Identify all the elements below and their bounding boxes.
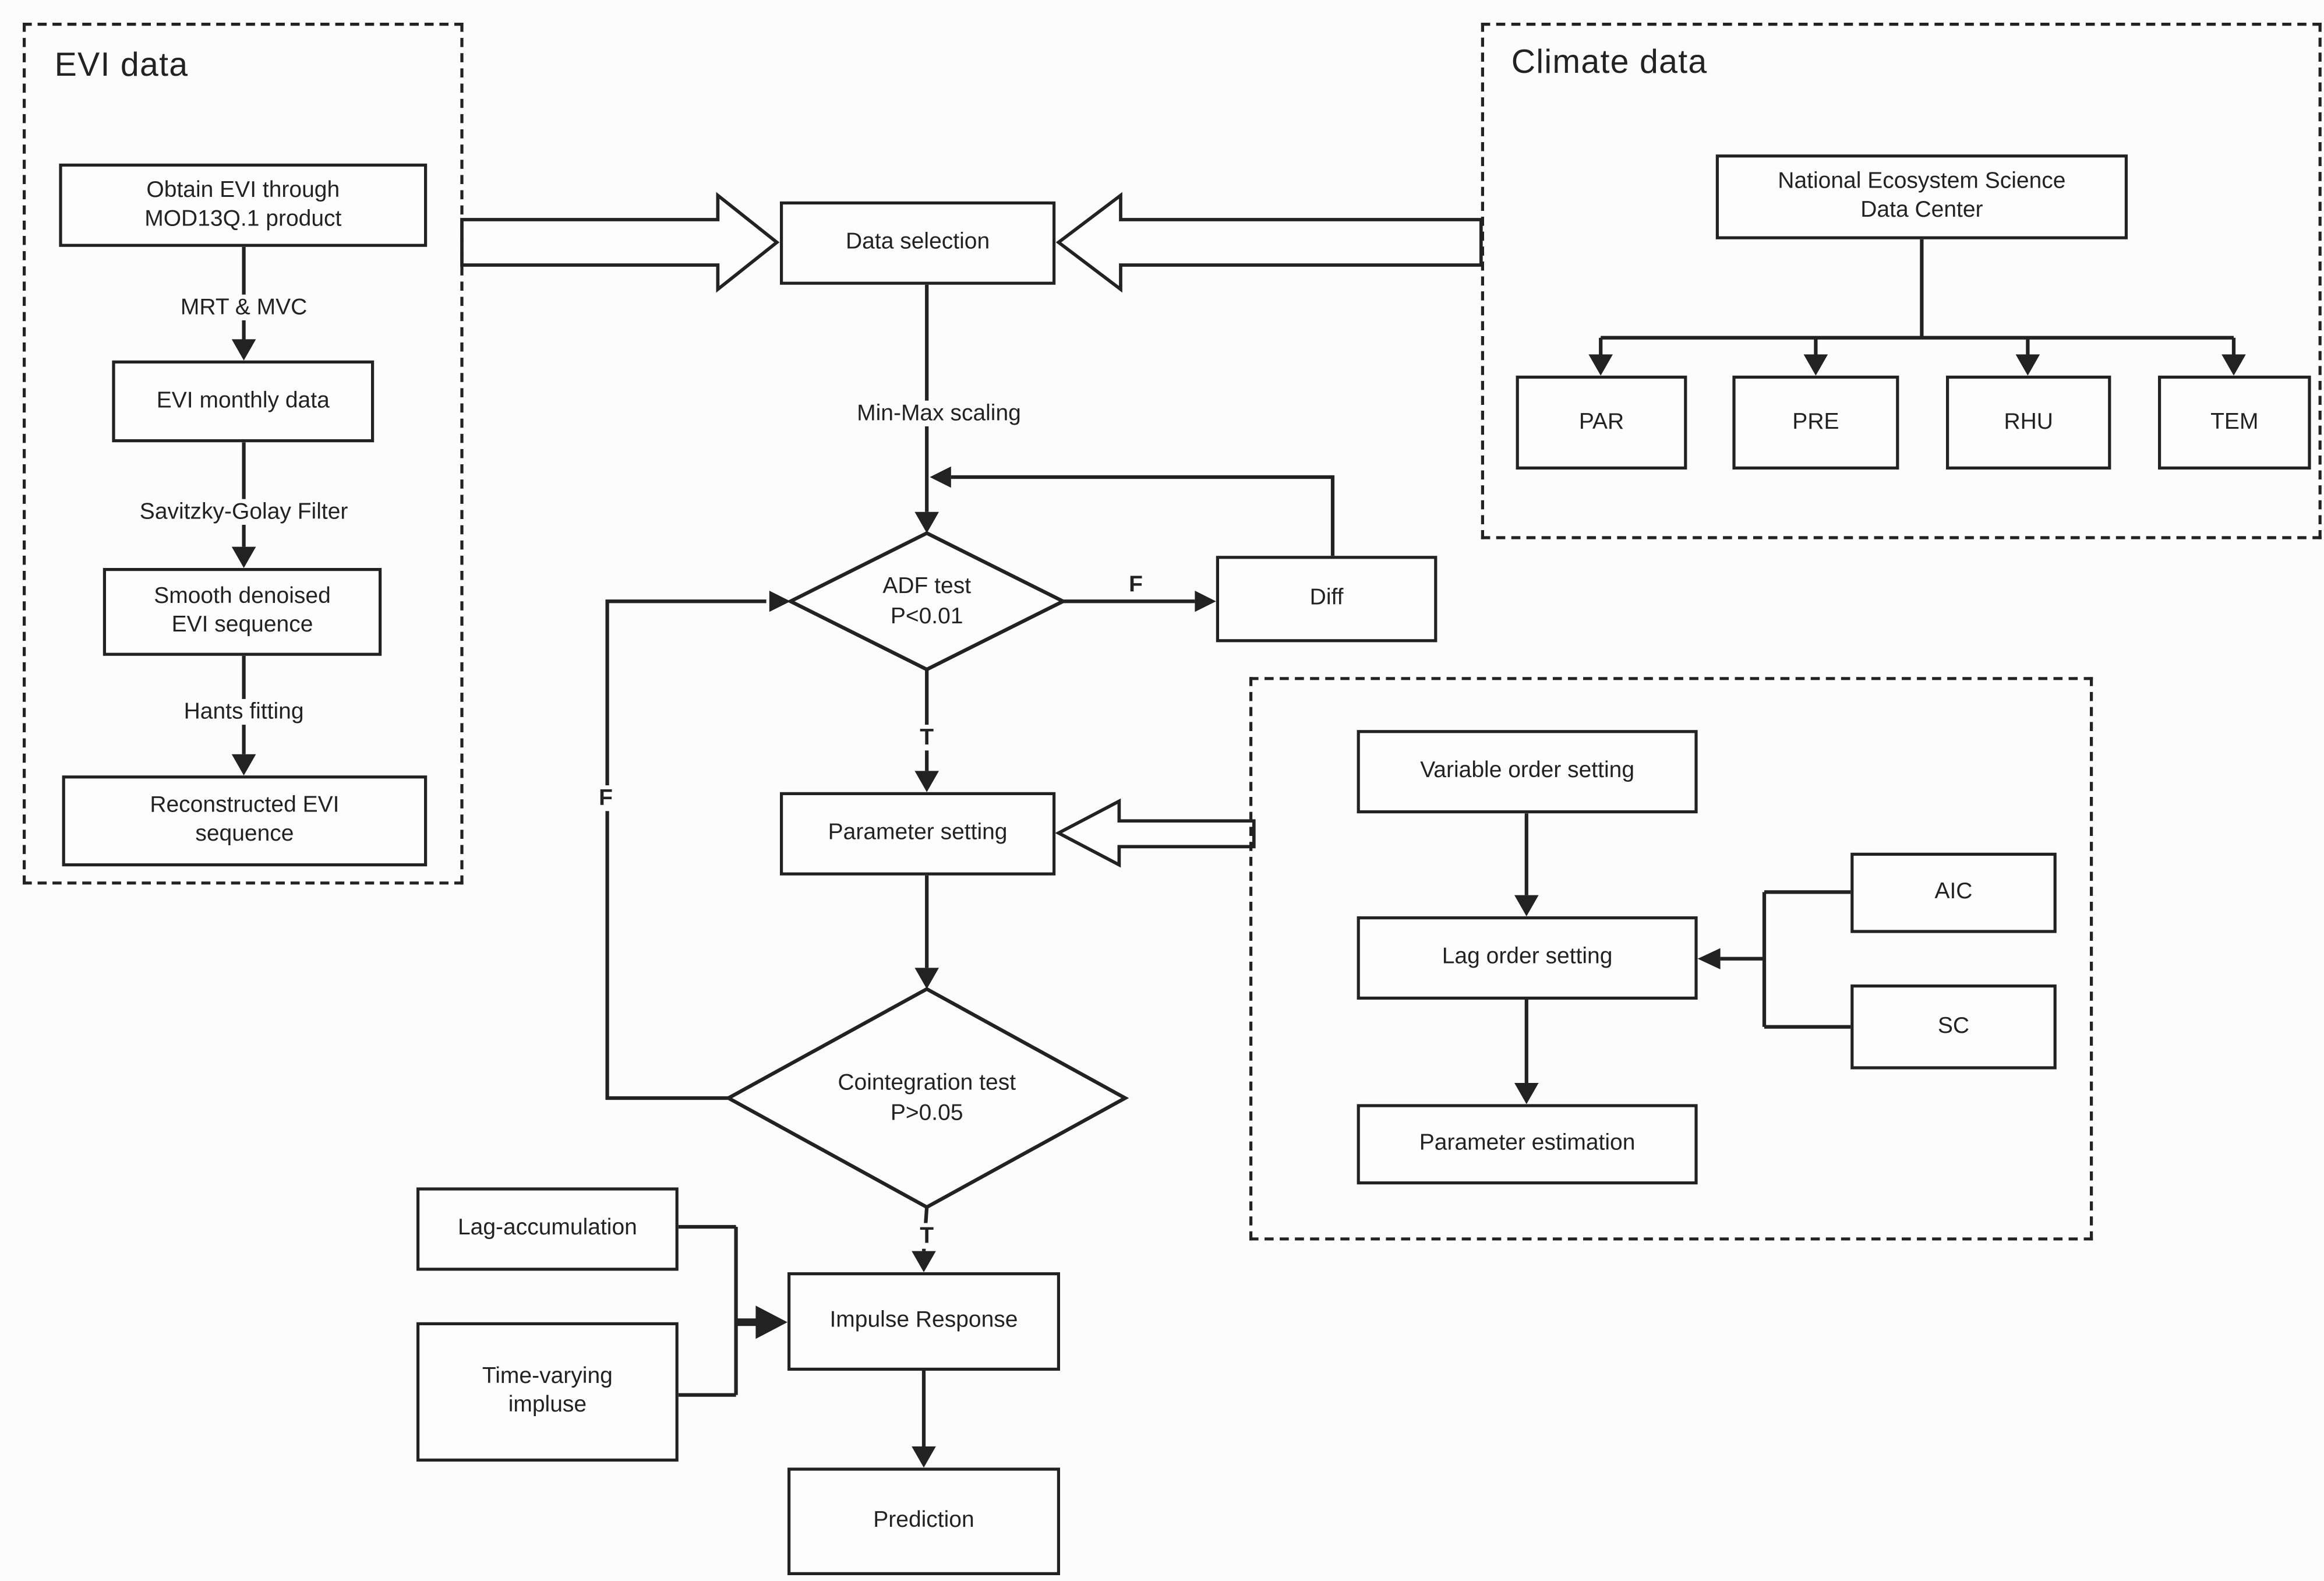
mrt-mvc-edge-label: MRT & MVC: [174, 294, 313, 320]
hants-fitting-edge-label: Hants fitting: [178, 698, 310, 725]
cointegration-label-line2: P>0.05: [890, 1099, 963, 1125]
adf-false-label: F: [1129, 571, 1143, 598]
edge-diff-feedback: [951, 475, 1335, 556]
smooth-denoised-node: Smooth denoised EVI sequence: [103, 567, 382, 656]
time-varying-node: Time-varying impluse: [416, 1322, 679, 1462]
pre-node: PRE: [1732, 375, 1899, 470]
tem-node: TEM: [2157, 375, 2311, 470]
smooth-denoised-label-line1: Smooth denoised: [154, 583, 331, 609]
lag-accumulation-label: Lag-accumulation: [457, 1215, 637, 1241]
arrowhead-diff-feedback: [930, 466, 951, 488]
hollow-arrow-var-to-parameter: [1055, 798, 1256, 868]
arrowhead-into-diff: [1195, 590, 1216, 612]
arrowhead-par: [1588, 354, 1613, 376]
smooth-denoised-label-line2: EVI sequence: [171, 612, 313, 638]
data-selection-label: Data selection: [846, 228, 990, 255]
arrowhead-rhu: [2015, 354, 2040, 376]
cointegration-false-label: F: [592, 785, 619, 811]
savitzky-golay-edge-label: Savitzky-Golay Filter: [133, 499, 354, 525]
hollow-arrow-climate-to-dataselection: [1055, 192, 1483, 293]
evi-data-group-title: EVI data: [54, 45, 189, 83]
pre-label: PRE: [1792, 408, 1839, 435]
hollow-arrow-evi-to-dataselection: [460, 192, 780, 293]
cointegration-label-line1: Cointegration test: [838, 1070, 1016, 1096]
adf-label-line2: P<0.01: [890, 602, 963, 629]
cointegration-true-label: T: [913, 1223, 940, 1249]
aic-label: AIC: [1934, 878, 1973, 905]
parameter-estimation-label: Parameter estimation: [1419, 1130, 1636, 1156]
impulse-response-node: Impulse Response: [787, 1272, 1060, 1371]
rhu-label: RHU: [2004, 408, 2053, 435]
time-varying-label-line2: impluse: [508, 1392, 587, 1418]
par-label: PAR: [1578, 408, 1624, 435]
nesdc-label-line2: Data Center: [1860, 197, 1983, 223]
arrowhead-bracket-into-impulse: [755, 1305, 787, 1339]
arrowhead-into-estimation: [1514, 1082, 1539, 1104]
reconstructed-evi-label-line2: sequence: [195, 821, 294, 847]
var-model-group: [1249, 677, 2093, 1241]
evi-monthly-node: EVI monthly data: [112, 360, 375, 443]
variable-order-label: Variable order setting: [1420, 757, 1635, 784]
arrowhead-into-parameter: [914, 771, 939, 792]
par-node: PAR: [1516, 375, 1687, 470]
reconstructed-evi-node: Reconstructed EVI sequence: [62, 775, 428, 867]
evi-data-group: [23, 23, 464, 885]
prediction-label: Prediction: [873, 1507, 974, 1533]
arrowhead-false-loop-into-adf: [769, 590, 791, 612]
aic-node: AIC: [1850, 852, 2057, 933]
parameter-setting-node: Parameter setting: [780, 792, 1056, 876]
sc-label: SC: [1937, 1012, 1970, 1039]
tem-label: TEM: [2210, 408, 2259, 435]
nesdc-node: National Ecosystem Science Data Center: [1715, 154, 2128, 239]
cointegration-diamond-label: Cointegration test P>0.05: [838, 1068, 1016, 1127]
lag-accumulation-node: Lag-accumulation: [416, 1187, 679, 1271]
arrowhead-tem: [2221, 354, 2246, 376]
arrowhead-pre: [1803, 354, 1828, 376]
arrowhead-monthly-to-smooth: [231, 546, 256, 568]
impulse-response-label: Impulse Response: [829, 1307, 1018, 1333]
data-selection-node: Data selection: [780, 201, 1056, 285]
minmax-scaling-edge-label: Min-Max scaling: [850, 400, 1027, 426]
adf-true-label: T: [913, 725, 940, 751]
arrowhead-smooth-to-reconstructed: [231, 754, 256, 776]
adf-label-line1: ADF test: [882, 573, 972, 599]
arrowhead-into-impulse: [912, 1251, 936, 1272]
arrowhead-into-adf: [914, 511, 939, 534]
arrowhead-into-prediction: [912, 1446, 936, 1468]
arrowhead-into-lag: [1514, 895, 1539, 916]
reconstructed-evi-label-line1: Reconstructed EVI: [150, 792, 340, 818]
prediction-node: Prediction: [787, 1467, 1060, 1575]
obtain-evi-node: Obtain EVI through MOD13Q.1 product: [59, 163, 428, 247]
lag-order-node: Lag order setting: [1357, 916, 1698, 1000]
obtain-evi-label-line2: MOD13Q.1 product: [144, 205, 342, 231]
adf-diamond-label: ADF test P<0.01: [882, 571, 971, 630]
obtain-evi-label-line1: Obtain EVI through: [146, 177, 340, 203]
arrowhead-into-cointegration: [914, 968, 939, 989]
parameter-estimation-node: Parameter estimation: [1357, 1104, 1698, 1185]
sc-node: SC: [1850, 984, 2057, 1070]
parameter-setting-label: Parameter setting: [828, 819, 1008, 846]
variable-order-node: Variable order setting: [1357, 730, 1698, 814]
rhu-node: RHU: [1945, 375, 2111, 470]
climate-data-group-title: Climate data: [1511, 42, 1708, 80]
lag-order-label: Lag order setting: [1442, 944, 1613, 970]
climate-data-group: [1481, 23, 2322, 539]
diff-node: Diff: [1216, 556, 1438, 643]
arrowhead-obtain-to-monthly: [231, 339, 256, 361]
edge-cointegration-false-loop: [605, 599, 767, 1100]
time-varying-label-line1: Time-varying: [482, 1363, 613, 1389]
arrowhead-criteria-into-lag: [1697, 948, 1721, 969]
evi-monthly-label: EVI monthly data: [156, 387, 330, 413]
nesdc-label-line1: National Ecosystem Science: [1778, 168, 2066, 195]
diff-label: Diff: [1309, 584, 1344, 611]
